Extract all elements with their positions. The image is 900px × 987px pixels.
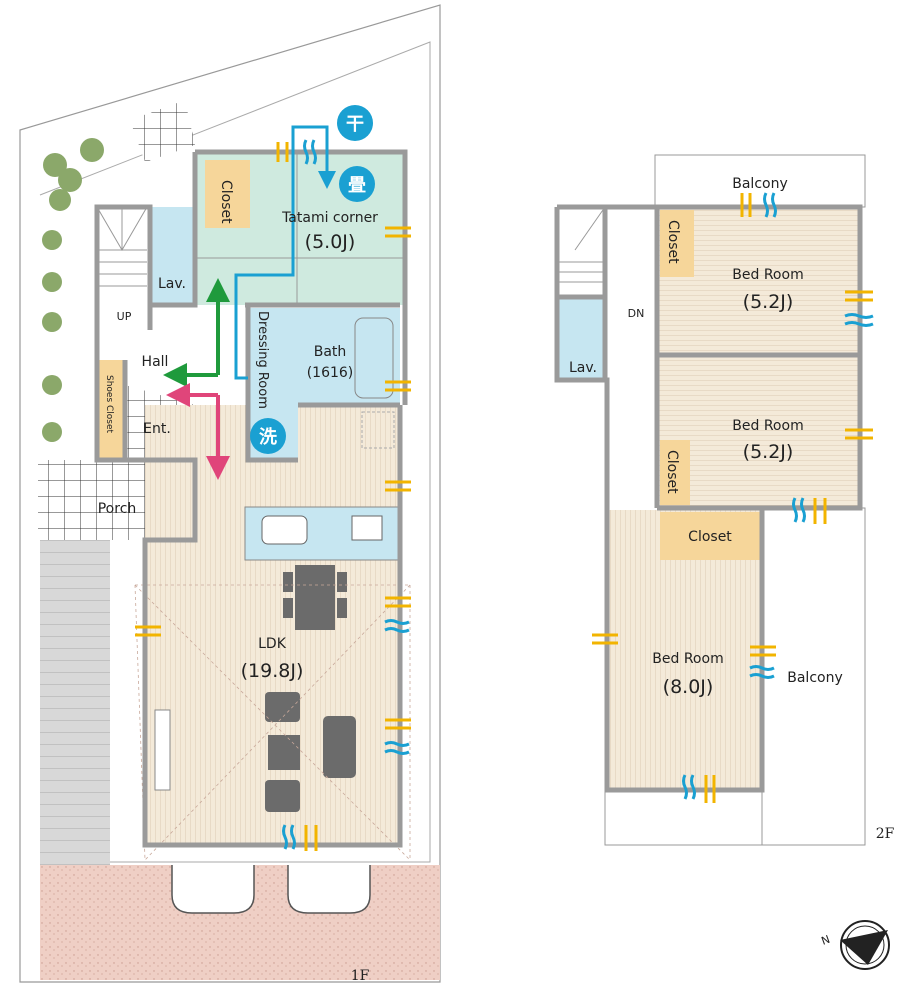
stove-icon [351,515,383,541]
dn-label: DN [628,307,645,320]
lav-1f [150,207,195,305]
driveway [40,540,110,865]
laundry-route-arrow [234,125,336,380]
closet-label: Closet [218,180,234,224]
entry-tile-patch [130,100,195,162]
compass-north-label: N [820,933,832,948]
shoes-closet-label: Shoes Closet [104,375,114,434]
closet-2f-2-label: Closet [664,450,680,494]
floor-1f [38,149,411,861]
shoes-closet [98,360,125,458]
stairs-2f [557,206,606,297]
lav-label: Lav. [158,276,186,292]
svg-text:畳: 畳 [348,175,366,196]
lav-2f-label: Lav. [569,360,597,376]
window-markers-2f [592,192,874,803]
car-icon [287,865,371,914]
bathtub-icon [354,317,394,399]
closet-2f-1 [660,210,694,277]
bedroom-1-label: Bed Room [732,267,803,283]
balcony-top-label: Balcony [732,176,788,192]
balcony-top [654,154,866,208]
hall-label: Hall [142,354,169,370]
storage [361,411,395,449]
ldk-label: LDK [258,636,287,652]
tatami-size: (5.0J) [305,231,356,253]
svg-text:洗: 洗 [259,426,277,448]
balcony-right-label: Balcony [787,670,843,686]
badge-washing: 洗 [250,418,286,454]
closet-2f-3 [660,512,760,560]
svg-text:干: 干 [346,114,364,135]
tv-board [154,709,171,791]
car-icon [171,865,255,914]
bedroom-2-label: Bed Room [732,418,803,434]
bedroom-3-size: (8.0J) [663,676,714,698]
bath-size: (1616) [307,365,354,381]
bedroom-1-size: (5.2J) [743,291,794,313]
stairs-1f [96,206,148,305]
tree-icons [42,138,104,442]
sofa-set [265,692,356,812]
bedroom-3-label: Bed Room [652,651,723,667]
bedroom-2-size: (5.2J) [743,441,794,463]
closet-2f-1-label: Closet [665,220,681,264]
badge-tatami: 畳 [339,166,375,202]
ldk-size: (19.8J) [241,660,304,682]
floor-label-1f: 1F [351,968,370,984]
window-markers-1f [135,139,411,851]
site-1f [19,4,441,983]
ent-label: Ent. [143,421,171,437]
closet-2f-2 [660,440,690,505]
sink-icon [261,515,308,545]
up-label: UP [117,310,132,323]
closet-1f [205,160,250,228]
compass-icon: N [820,920,890,970]
floor-2f [554,154,866,846]
porch-label: Porch [98,501,137,517]
dining-table [283,565,347,630]
lav-2f [558,298,605,380]
floor-label-2f: 2F [876,826,895,842]
closet-2f-3-label: Closet [688,529,732,545]
ldk [145,405,400,845]
bedroom-2 [657,355,860,508]
bath-label: Bath [314,344,347,360]
dressing-label: Dressing Room [255,311,270,409]
badge-drying: 干 [337,105,373,141]
flow-arrows [163,125,336,480]
tatami-label: Tatami corner [281,210,378,226]
